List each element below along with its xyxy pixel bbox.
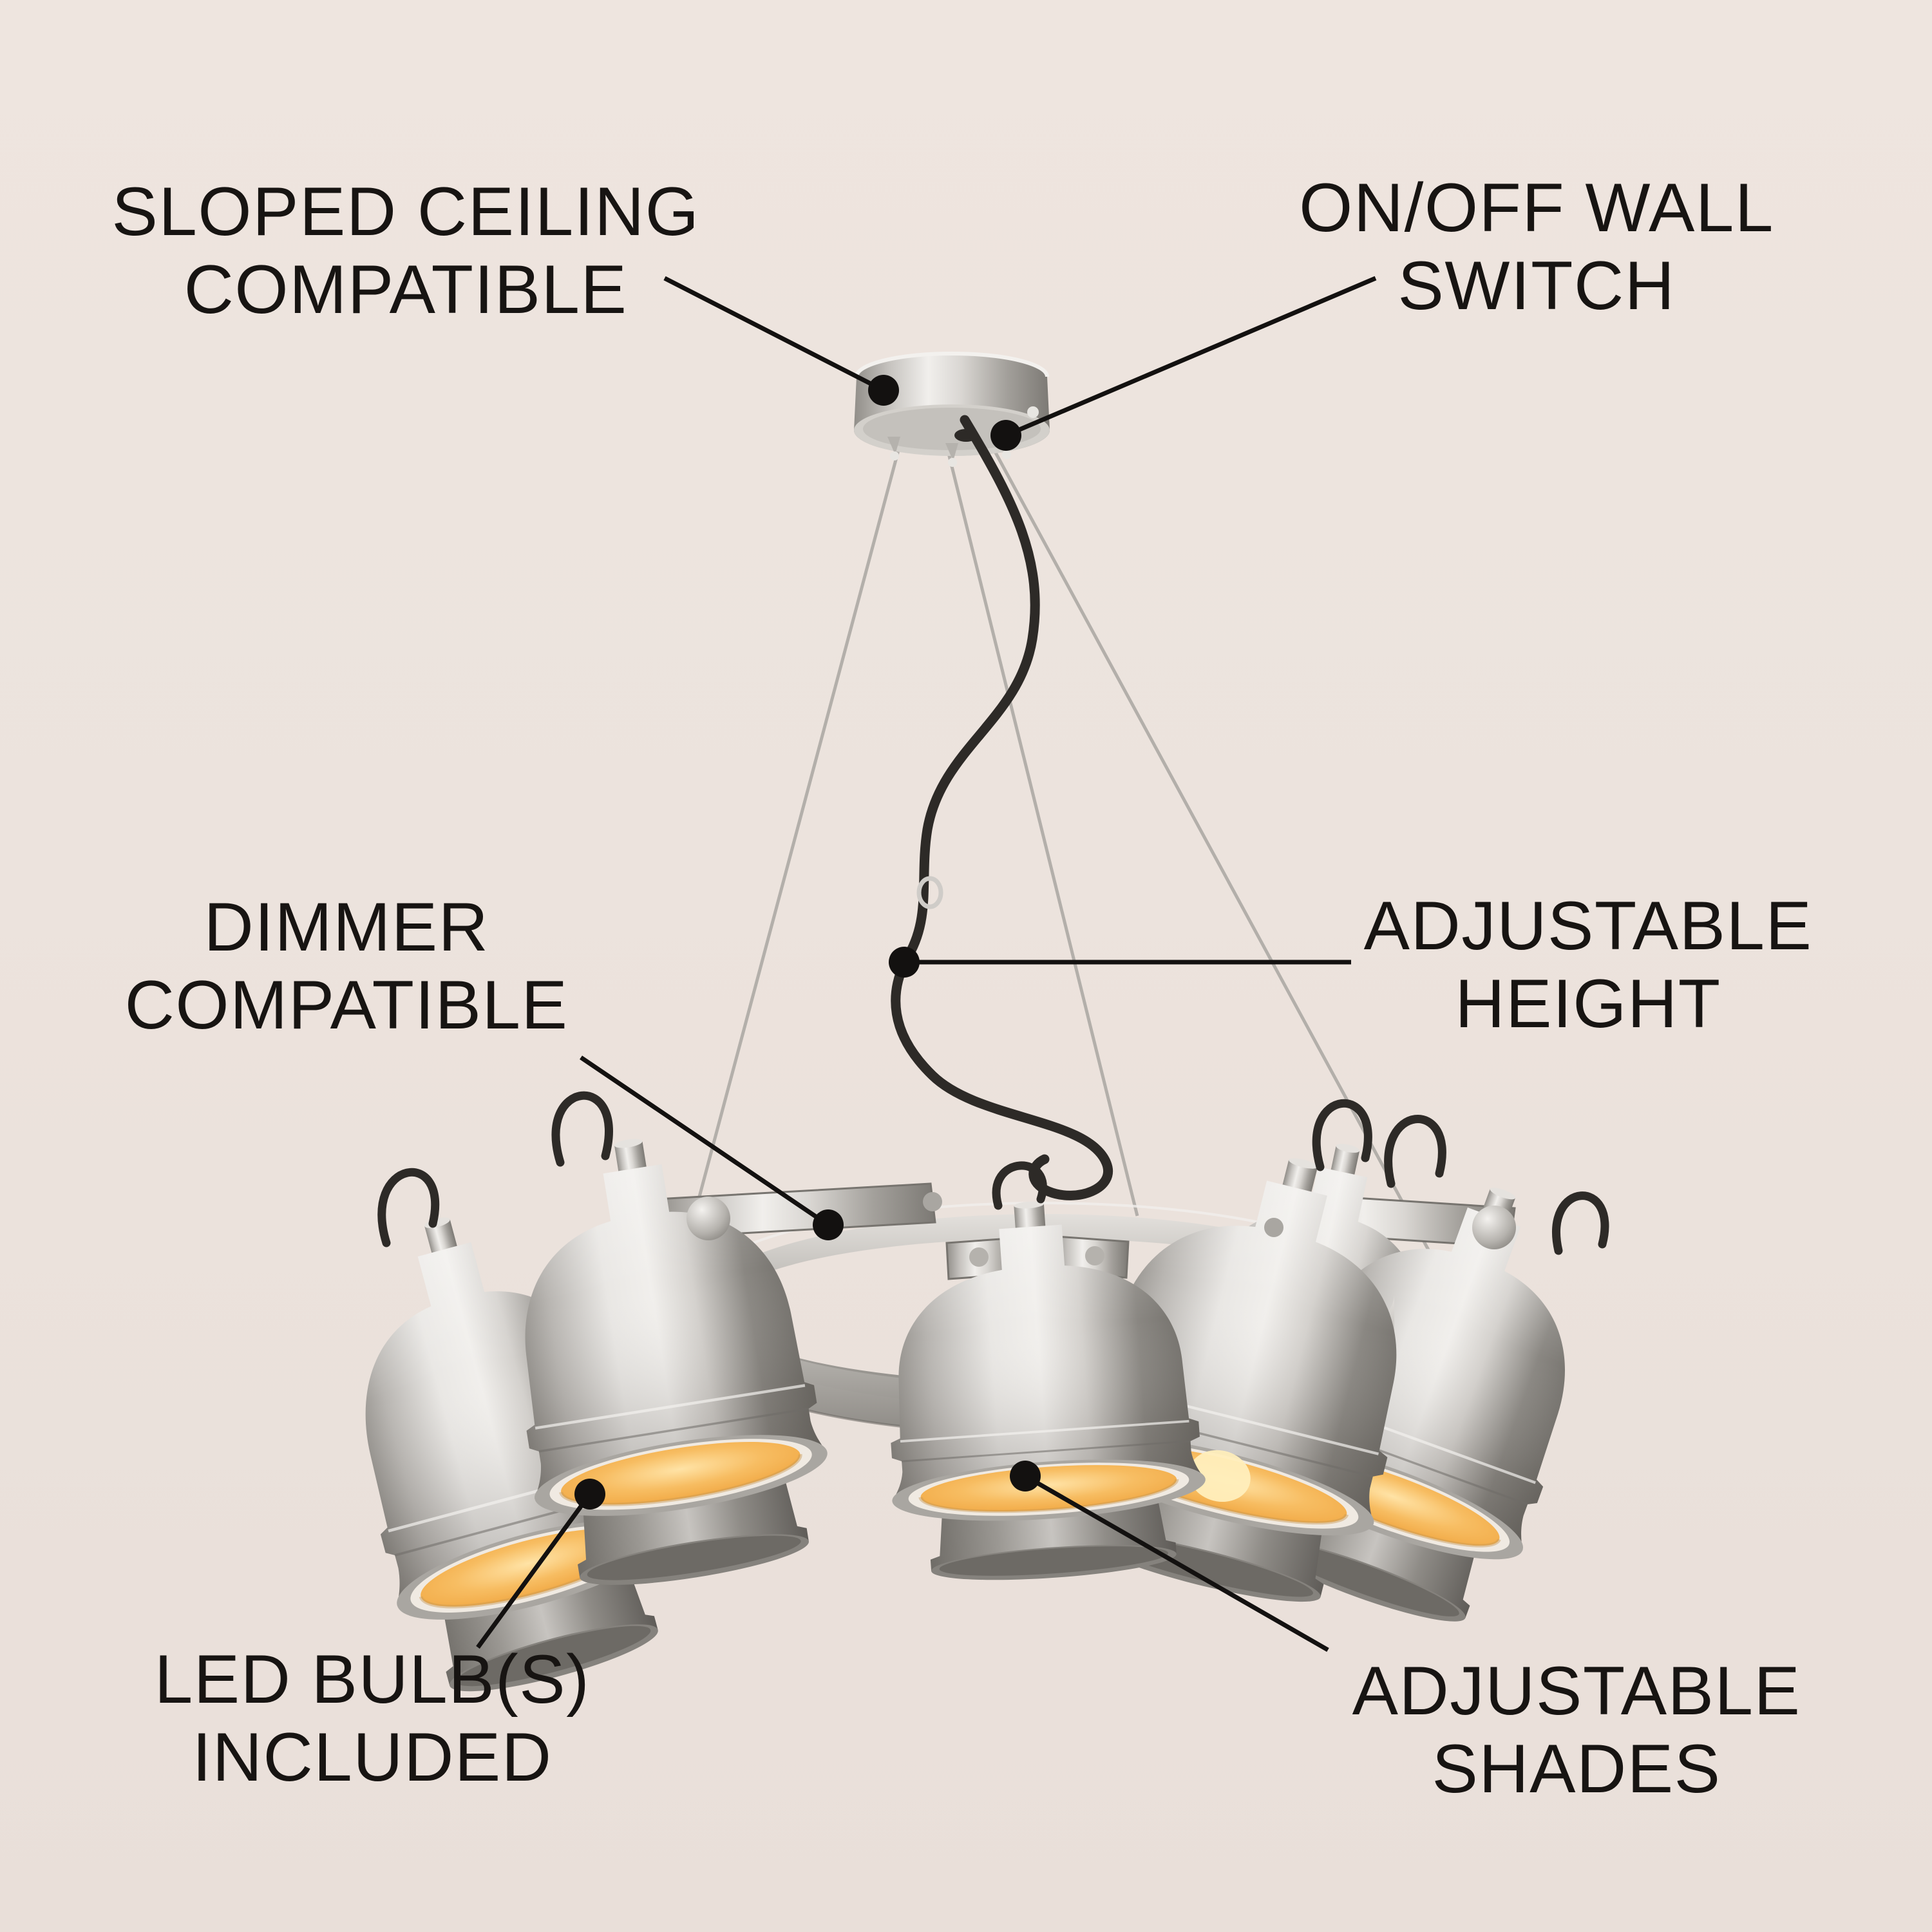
label-adjustable-height-line1: ADJUSTABLE	[1363, 887, 1813, 964]
pivot-knobs	[687, 1192, 1516, 1267]
label-adjustable-height-line2: HEIGHT	[1455, 965, 1721, 1042]
callout-dot-sloped-ceiling	[868, 375, 899, 406]
label-dimmer-line1: DIMMER	[204, 888, 489, 965]
power-cord	[891, 415, 1113, 1200]
annotation-dots	[574, 375, 1041, 1510]
label-adjustable-height: ADJUSTABLE HEIGHT	[1364, 887, 1813, 1043]
suspension-cable-center	[946, 450, 1139, 1217]
leader-line-led-bulbs	[476, 1492, 592, 1649]
leader-line-sloped-ceiling	[663, 276, 885, 393]
label-wall-switch-line1: ON/OFF WALL	[1299, 169, 1774, 246]
label-sloped-ceiling-line1: SLOPED CEILING	[111, 173, 700, 250]
suspension-cable-left	[682, 442, 902, 1255]
led-bulb-hotspot	[1189, 1450, 1251, 1502]
shade-right-front	[1047, 1122, 1455, 1622]
label-led-bulbs-line2: INCLUDED	[192, 1718, 553, 1795]
shade-cord-loops	[377, 1091, 1609, 1255]
suspension-cables	[682, 442, 1433, 1256]
label-dimmer: DIMMER COMPATIBLE	[125, 888, 569, 1044]
label-dimmer-line2: COMPATIBLE	[124, 966, 569, 1043]
callout-dot-adjustable-shades	[1010, 1461, 1041, 1492]
label-adjustable-shades-line2: SHADES	[1432, 1730, 1721, 1807]
leader-line-adjustable-shades	[1024, 1473, 1329, 1653]
callout-dot-dimmer	[813, 1209, 844, 1240]
label-led-bulbs: LED BULB(S) INCLUDED	[155, 1640, 591, 1796]
label-adjustable-shades: ADJUSTABLE SHADES	[1352, 1652, 1801, 1808]
label-wall-switch-line2: SWITCH	[1397, 247, 1676, 324]
leader-line-dimmer	[580, 1056, 829, 1227]
annotation-leaders	[476, 276, 1377, 1653]
label-sloped-ceiling: SLOPED CEILING COMPATIBLE	[112, 173, 700, 328]
cord-clamp-ring	[916, 876, 943, 909]
leader-line-wall-switch	[1005, 276, 1377, 438]
callout-dot-adjustable-height	[889, 947, 920, 978]
callout-dot-led-bulbs	[574, 1479, 605, 1510]
label-wall-switch: ON/OFF WALL SWITCH	[1299, 169, 1774, 325]
ceiling-canopy	[854, 352, 1050, 467]
label-led-bulbs-line1: LED BULB(S)	[154, 1640, 591, 1718]
callout-dot-wall-switch	[990, 420, 1021, 451]
shade-center	[872, 1191, 1211, 1589]
label-sloped-ceiling-line2: COMPATIBLE	[184, 251, 628, 328]
label-adjustable-shades-line1: ADJUSTABLE	[1352, 1652, 1801, 1729]
suspension-cable-right	[990, 444, 1433, 1256]
